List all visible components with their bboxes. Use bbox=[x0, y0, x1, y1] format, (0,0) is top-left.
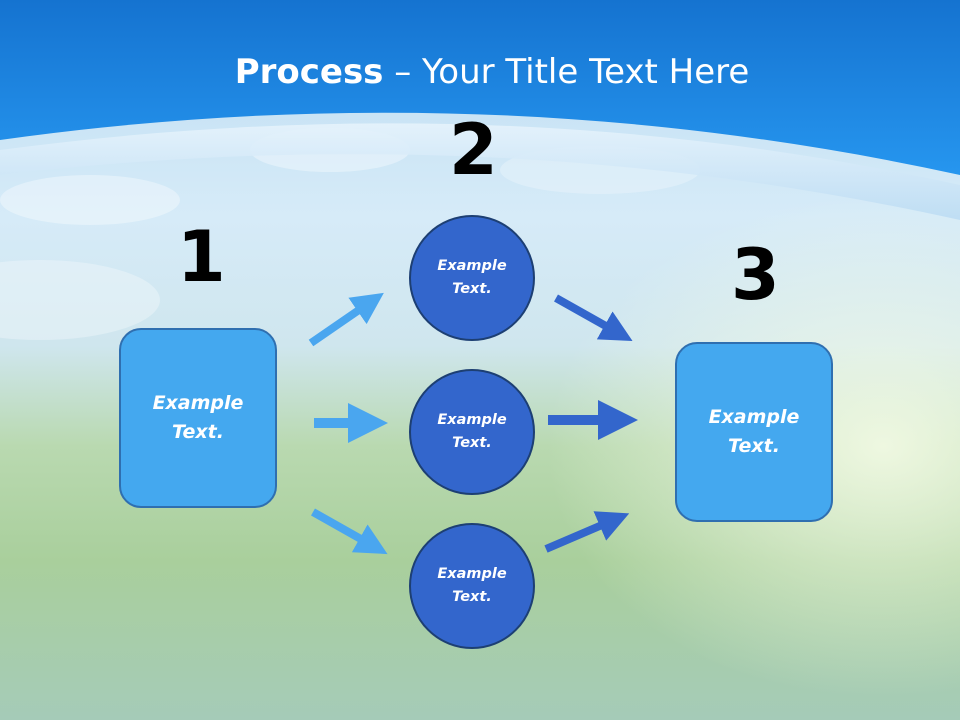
right-box-text: Example Text. bbox=[708, 406, 800, 457]
circle-bottom: Example Text. bbox=[409, 523, 535, 649]
step-number-3: 3 bbox=[731, 234, 780, 316]
circle-top: Example Text. bbox=[409, 215, 535, 341]
left-box: Example Text. bbox=[119, 328, 277, 508]
circle-top-text: Example Text. bbox=[437, 258, 507, 297]
step-number-1: 1 bbox=[177, 216, 226, 298]
circle-middle-text: Example Text. bbox=[437, 412, 507, 451]
right-box: Example Text. bbox=[675, 342, 833, 522]
arrow-to-circle-bottom bbox=[311, 508, 388, 555]
arrow-from-circle-bottom bbox=[544, 511, 630, 553]
arrow-to-circle-top bbox=[308, 292, 384, 347]
title-rest: – Your Title Text Here bbox=[383, 52, 750, 92]
title-bold: Process bbox=[234, 52, 384, 92]
arrow-from-circle-top bbox=[554, 294, 633, 342]
step-number-2: 2 bbox=[449, 109, 498, 191]
slide-title: Process – Your Title Text Here bbox=[0, 52, 960, 92]
circle-middle: Example Text. bbox=[409, 369, 535, 495]
circle-bottom-text: Example Text. bbox=[437, 566, 507, 605]
left-box-text: Example Text. bbox=[152, 392, 244, 443]
